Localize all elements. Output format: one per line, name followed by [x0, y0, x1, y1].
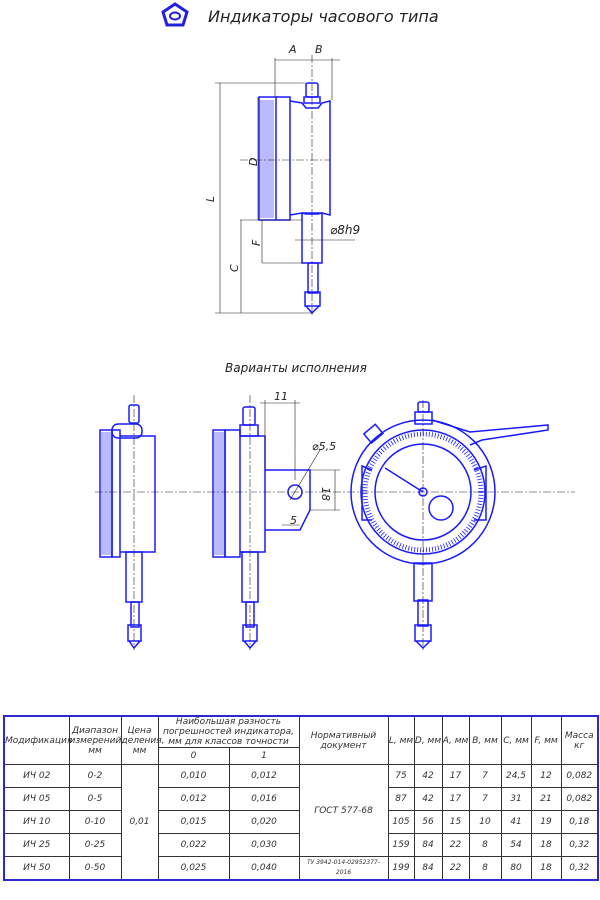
dim-b-label: B: [315, 43, 323, 56]
dim-11-label: 11: [274, 390, 288, 403]
table-cell: ИЧ 50: [3, 856, 70, 881]
table-cell: 159: [387, 833, 415, 857]
table-cell: 24,5: [500, 764, 532, 788]
header-mass: Масса кг: [560, 715, 599, 765]
table-cell: 0,082: [560, 787, 599, 811]
table-cell: 15: [441, 810, 470, 834]
specifications-table: Модификация Диапазон измерений, мм Цена …: [3, 715, 600, 881]
header-f: F, мм: [530, 715, 562, 765]
table-cell: 0-25: [68, 833, 122, 857]
table-cell: 0,040: [228, 856, 300, 881]
table-cell: ТУ 3942-014-02952377-2016: [298, 856, 389, 881]
table-cell: 8: [468, 833, 502, 857]
header-class-1: 1: [228, 747, 300, 765]
table-cell: 199: [387, 856, 415, 881]
table-cell: 0,030: [228, 833, 300, 857]
table-cell: 0,18: [560, 810, 599, 834]
table-cell: 0,32: [560, 856, 599, 881]
table-cell: 0,022: [157, 833, 230, 857]
logo-icon: [161, 2, 189, 27]
dim-18-label: 18: [319, 487, 332, 501]
table-cell: ИЧ 02: [3, 764, 70, 788]
table-cell: 18: [530, 833, 562, 857]
header-l: L, мм: [387, 715, 415, 765]
table-cell: 42: [413, 787, 443, 811]
dim-l-label: L: [204, 196, 217, 202]
table-cell: ИЧ 25: [3, 833, 70, 857]
header-division: Цена деления, мм: [120, 715, 165, 765]
table-cell: 17: [441, 764, 470, 788]
table-cell: 80: [500, 856, 532, 881]
table-cell: 0,025: [157, 856, 230, 881]
drawing: Индикаторы часового типа A B L D C F ⌀8h…: [95, 2, 575, 650]
table-cell: 84: [413, 856, 443, 881]
table-cell: 8: [468, 856, 502, 881]
table-cell: ИЧ 05: [3, 787, 70, 811]
page-title: Индикаторы часового типа: [208, 7, 439, 26]
dim-5-label: 5: [290, 514, 297, 527]
table-header-row: Модификация Диапазон измерений, мм Цена …: [3, 715, 599, 765]
table-cell: 54: [500, 833, 532, 857]
table-cell: 0,020: [228, 810, 300, 834]
header-range: Диапазон измерений, мм: [68, 715, 124, 765]
dim-a-label: A: [288, 43, 297, 56]
table-cell: 0,012: [228, 764, 300, 788]
header-modification: Модификация: [3, 715, 72, 765]
table-cell: 0,010: [157, 764, 230, 788]
table-cell: 7: [468, 764, 502, 788]
table-cell: 21: [530, 787, 562, 811]
dim-f-label: F: [250, 239, 263, 246]
table-cell: 0-50: [68, 856, 122, 881]
table-cell: 105: [387, 810, 415, 834]
indicator-side-view: [258, 82, 331, 315]
table-cell: 0-5: [68, 787, 122, 811]
hole-diameter-label: ⌀5,5: [312, 440, 336, 453]
table-cell: 87: [387, 787, 415, 811]
header-d: D, мм: [413, 715, 443, 765]
table-cell: 0,32: [560, 833, 599, 857]
table-cell: 18: [530, 856, 562, 881]
table-cell: 31: [500, 787, 532, 811]
dimension-lines: [215, 55, 355, 315]
dim-d-label: D: [247, 158, 260, 166]
header-error: Наибольшая разность погрешностей индикат…: [157, 715, 300, 748]
table-cell: 0,016: [228, 787, 300, 811]
table-cell: 0-2: [68, 764, 122, 788]
table-cell: 10: [468, 810, 502, 834]
table-cell: 0-10: [68, 810, 122, 834]
table-cell: 0,015: [157, 810, 230, 834]
dim-c-label: C: [228, 264, 241, 272]
variant-lug-view: [212, 406, 311, 650]
table-cell: 42: [413, 764, 443, 788]
header-class-0: 0: [157, 747, 230, 765]
table-cell: 19: [530, 810, 562, 834]
table-cell: 56: [413, 810, 443, 834]
stem-diameter-label: ⌀8h9: [330, 223, 360, 237]
table-cell: 41: [500, 810, 532, 834]
table-cell: 7: [468, 787, 502, 811]
variants-caption: Варианты исполнения: [225, 361, 367, 375]
table-cell: 84: [413, 833, 443, 857]
variant-side-view: [99, 404, 156, 650]
indicator-dial-view: [350, 401, 549, 650]
table-cell: 0,012: [157, 787, 230, 811]
table-cell: 0,01: [120, 764, 159, 881]
header-a: A, мм: [441, 715, 470, 765]
table-cell: 22: [441, 856, 470, 881]
header-c: C, мм: [500, 715, 532, 765]
table-cell: 75: [387, 764, 415, 788]
table-cell: 22: [441, 833, 470, 857]
header-document: Нормативный документ: [298, 715, 389, 765]
header-b: B, мм: [468, 715, 502, 765]
table-cell: 12: [530, 764, 562, 788]
table-cell: ГОСТ 577-68: [298, 764, 389, 857]
table-cell: ИЧ 10: [3, 810, 70, 834]
table-cell: 0,082: [560, 764, 599, 788]
table-cell: 17: [441, 787, 470, 811]
